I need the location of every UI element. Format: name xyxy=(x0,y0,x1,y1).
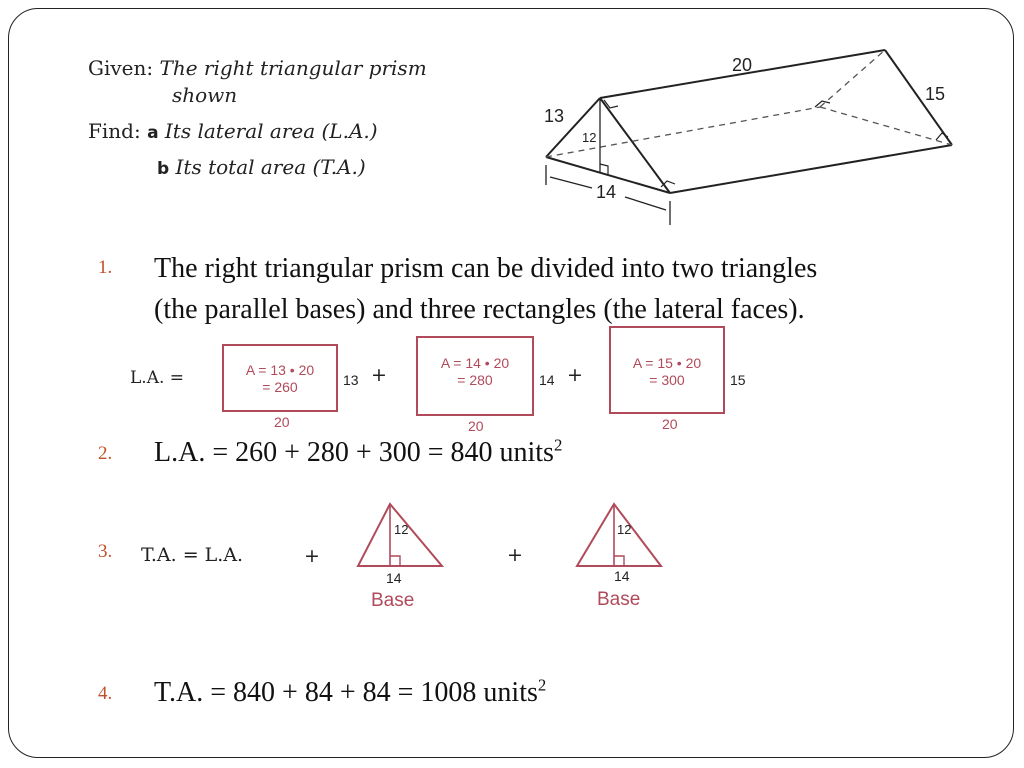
lateral-face-3-bottom: 20 xyxy=(662,416,678,432)
lateral-face-3-line-2: = 300 xyxy=(649,372,685,388)
find-a-marker: a xyxy=(147,123,159,143)
ta-plus-2: + xyxy=(507,544,523,566)
step-2-equation: L.A. = 260 + 280 + 300 = 840 units2 xyxy=(154,432,562,473)
lateral-face-1-side: 13 xyxy=(343,372,359,388)
la-plus-1: + xyxy=(371,364,387,386)
step-4-number: 4. xyxy=(98,683,113,704)
lateral-face-3-side: 15 xyxy=(730,372,746,388)
step-4-text: T.A. = 840 + 84 + 84 = 1008 units xyxy=(154,677,538,708)
step-1-number: 1. xyxy=(98,257,113,278)
lateral-face-2-side: 14 xyxy=(539,372,555,388)
step-3-number: 3. xyxy=(98,541,113,562)
base-triangle-1-height: 12 xyxy=(394,522,408,537)
prism-length-label: 20 xyxy=(732,55,752,75)
step-2-number: 2. xyxy=(98,443,113,464)
lateral-face-1-line-2: = 260 xyxy=(262,379,298,395)
lateral-face-1-bottom: 20 xyxy=(274,414,290,430)
lateral-face-3-line-1: A = 15 • 20 xyxy=(632,355,702,371)
base-triangle-1-label: Base xyxy=(371,590,415,611)
lateral-face-2-line-1: A = 14 • 20 xyxy=(440,355,510,371)
lateral-face-rect-2 xyxy=(416,336,534,416)
given-label: Given: xyxy=(88,56,154,80)
base-triangle-1-base: 14 xyxy=(386,570,402,586)
find-label: Find: xyxy=(88,119,141,143)
prism-diagram: 20 15 13 12 14 xyxy=(544,49,953,225)
la-label: L.A. = xyxy=(130,368,185,388)
step-1-line-2: (the parallel bases) and three rectangle… xyxy=(154,294,805,325)
given-find-block: Given: The right triangular prism shown … xyxy=(88,50,508,190)
lateral-face-2-line-2: = 280 xyxy=(457,372,493,388)
lateral-face-1-formula: A = 13 • 20 = 260 xyxy=(222,362,338,396)
lateral-face-rect-1 xyxy=(222,344,338,412)
prism-base-label: 14 xyxy=(596,182,616,202)
slide-frame xyxy=(8,8,1014,758)
lateral-face-1-line-1: A = 13 • 20 xyxy=(245,362,315,378)
prism-side-right-label: 15 xyxy=(925,84,945,104)
given-text-cont: shown xyxy=(172,83,238,107)
step-2-exponent: 2 xyxy=(553,435,563,455)
step-4-exponent: 2 xyxy=(537,675,547,695)
step-2-text: L.A. = 260 + 280 + 300 = 840 units xyxy=(154,437,554,468)
lateral-face-3-formula: A = 15 • 20 = 300 xyxy=(609,355,725,389)
base-triangle-2-label: Base xyxy=(597,589,641,610)
base-triangle-1: 12 xyxy=(356,502,445,567)
prism-side-left-label: 13 xyxy=(544,106,564,126)
prism-height-label: 12 xyxy=(582,130,596,145)
ta-label: T.A. = L.A. xyxy=(141,544,244,566)
la-plus-2: + xyxy=(567,364,583,386)
lateral-face-rect-3 xyxy=(609,326,725,414)
step-4-equation: T.A. = 840 + 84 + 84 = 1008 units2 xyxy=(154,672,546,713)
find-a-text: Its lateral area (L.A.) xyxy=(164,119,378,143)
base-triangle-2-base: 14 xyxy=(614,568,630,584)
find-b-marker: b xyxy=(157,159,170,179)
step-1-line-1: The right triangular prism can be divide… xyxy=(154,253,818,284)
find-b-text: Its total area (T.A.) xyxy=(175,155,366,179)
given-text: The right triangular prism xyxy=(159,56,427,80)
ta-plus-1: + xyxy=(304,545,320,567)
lateral-face-2-bottom: 20 xyxy=(468,418,484,434)
lateral-face-2-formula: A = 14 • 20 = 280 xyxy=(416,355,534,389)
base-triangle-2: 12 xyxy=(575,502,664,567)
step-1-text: The right triangular prism can be divide… xyxy=(154,248,817,330)
base-triangle-2-height: 12 xyxy=(617,522,631,537)
